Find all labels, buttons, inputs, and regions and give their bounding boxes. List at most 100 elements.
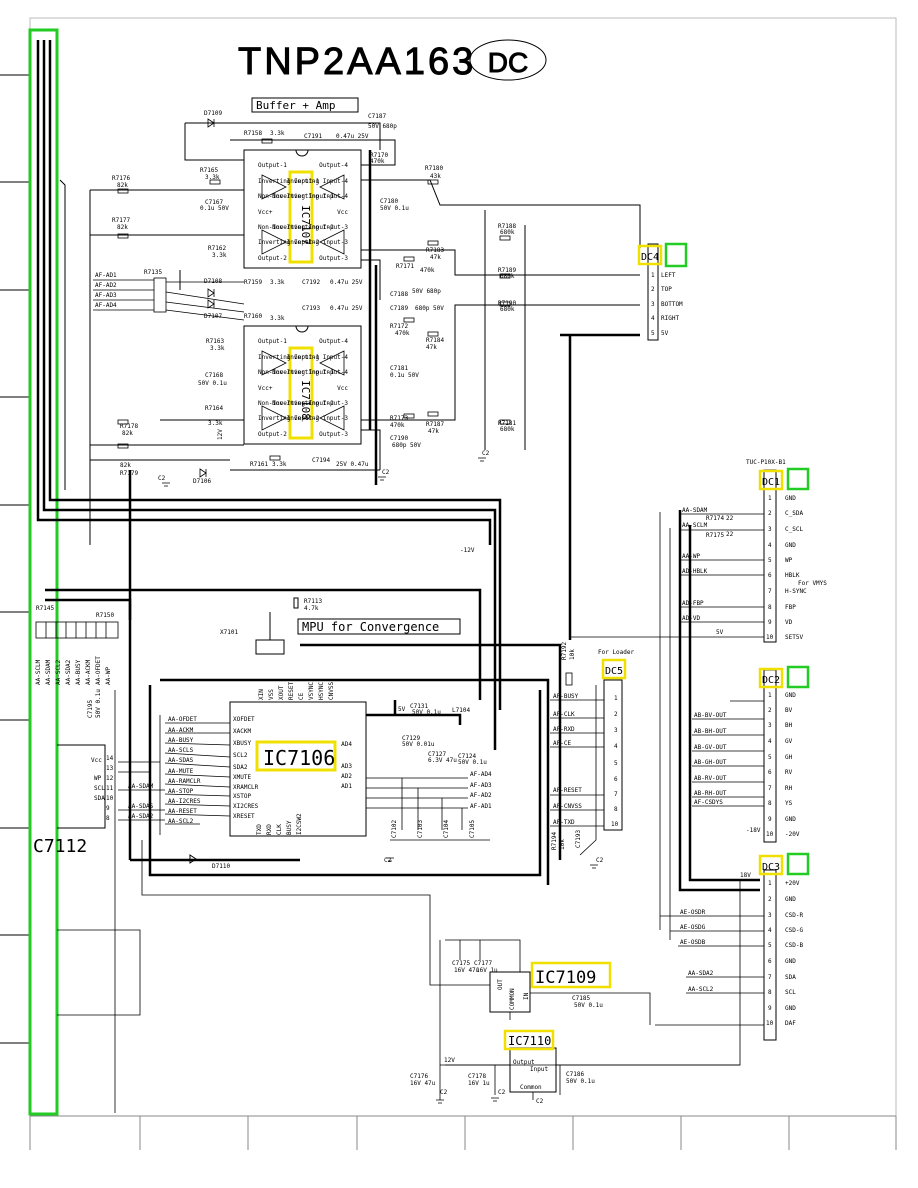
pin-label: Output-2 (258, 431, 287, 438)
component-ref: D7110 (212, 863, 230, 870)
bottom-left-wires (57, 690, 490, 1113)
net-label: AE-OSDB (680, 939, 706, 946)
pin-name: VD (785, 619, 793, 626)
pin-label: Output-1 (258, 162, 287, 169)
component-ref: C7176 (410, 1073, 428, 1080)
ic7106-left-wires (159, 715, 231, 835)
component-val: 3.3k (210, 345, 225, 352)
pin-label: WP (94, 775, 102, 782)
component-val: 0.1u 50V (390, 372, 419, 379)
pin-name: GND (785, 495, 796, 502)
ground-label: C2 (536, 1098, 544, 1105)
highlight-dc3-green (786, 852, 810, 876)
net-label: AA-STOP (168, 788, 194, 795)
component-val: 0.47u 25V (330, 305, 363, 312)
net-label: AA-ACKM (85, 659, 92, 685)
pin-num: 9 (768, 1005, 772, 1012)
pin-name: GND (785, 896, 796, 903)
pin-label: Inverting Input-2 (258, 239, 320, 246)
pin-name: HBLK (785, 572, 800, 579)
component-val: 3.3k (272, 461, 287, 468)
pin-label: Output-4 (319, 162, 348, 169)
pin-label: Inverting Input-4 (287, 354, 349, 361)
board-suffix-oval (469, 39, 547, 81)
note-label: For VMYS (798, 580, 827, 587)
net-label: AA-SDA2 (65, 659, 72, 685)
pin-label: XSTOP (233, 793, 251, 800)
net-label: AA-SDAM (682, 507, 708, 514)
pin-label: Non-Inverting Input-4 (272, 193, 348, 200)
pin-name: BOTTOM (661, 301, 683, 308)
pin-name: BV (785, 707, 793, 714)
pin-label: SDA2 (233, 764, 248, 771)
pin-label: XIN (258, 689, 265, 700)
net-label: AA-SCL2 (168, 818, 194, 825)
component-val: 680k (500, 306, 515, 313)
component-val: 3.3k (270, 315, 285, 322)
net-label: AA-BUSY (168, 737, 194, 744)
dc1-pins: 1 GND 2 C_SDA 3 C_SCL 4 GND 5 WP 6 HBLK … (682, 495, 827, 641)
component-val: 47k (430, 254, 441, 261)
component-val: 82k (117, 182, 128, 189)
component-ref: C7168 (205, 372, 223, 379)
pin-label: XMUTE (233, 774, 251, 781)
component-ref: C7189 (390, 305, 408, 312)
ic7106-left-nets: AA-OFDET AA-ACKM AA-BUSY AA-SCLS AA-SDAS… (168, 716, 201, 825)
pin-num: 6 (768, 572, 772, 579)
component-ref: C7192 (302, 279, 320, 286)
highlight-ic7110 (503, 1029, 555, 1051)
pin-num: 9 (768, 619, 772, 626)
pin-name: AF-CLK (553, 711, 575, 718)
pin-name: RIGHT (661, 315, 679, 322)
component-val: 470k (370, 158, 385, 165)
highlight-ic7109 (530, 961, 612, 989)
net-label: AF-AD4 (95, 302, 117, 309)
supply-label: 18V (740, 872, 751, 879)
pin-num: 8 (768, 604, 772, 611)
pin-label: Vcc (91, 757, 102, 764)
component-ref: R7190 (498, 300, 516, 307)
component-ref: R7170 (370, 152, 388, 159)
buffer-parts-shapes (117, 118, 511, 478)
pin-name: C_SCL (785, 526, 803, 533)
component-ref: R7150 (96, 612, 114, 619)
pin-label: Non-Inverting Input-3 (272, 224, 348, 231)
pin-label: XI2CRES (233, 803, 259, 810)
net-label: AB-BH-OUT (694, 728, 727, 735)
component-ref: C7181 (390, 365, 408, 372)
component-ref: C7129 (402, 735, 420, 742)
pin-num: 4 (614, 743, 618, 750)
component-ref: C7131 (410, 703, 428, 710)
component-ref: C7190 (390, 435, 408, 442)
pin-label: AD1 (341, 783, 352, 790)
pin-label: 9 (106, 805, 110, 812)
pin-label: TXD (256, 824, 263, 835)
component-ref: R7183 (426, 247, 444, 254)
net-label: AA-SCLS (168, 747, 194, 754)
net-label: AD-VD (682, 615, 700, 622)
buffer-component-labels: D7109 R7158 3.3k C7191 0.47u 25V C7187 5… (112, 110, 516, 485)
pin-label: Vcc (337, 385, 348, 392)
pin-label: CE (298, 692, 305, 700)
pin-num: 4 (651, 315, 655, 322)
pin-num: 2 (651, 286, 655, 293)
pin-label: Inverting Input-3 (287, 415, 349, 422)
component-ref: R7194 (551, 832, 558, 850)
capacitor-row: C7102 C7103 C7104 C7105 (391, 820, 476, 838)
pin-label: Inverting Input-2 (258, 415, 320, 422)
pin-name: DAF (785, 1020, 796, 1027)
pin-name: YS (785, 800, 793, 807)
pin-name: AF-RXD (553, 726, 575, 733)
pin-label: Output-3 (319, 431, 348, 438)
pin-label: Common (520, 1084, 542, 1091)
net-label: AB-RV-OUT (694, 775, 727, 782)
component-ref: R7188 (498, 223, 516, 230)
pin-label: Non-Inverting Input-1 (258, 193, 334, 200)
pin-label: 8 (106, 815, 110, 822)
pin-num: 4 (768, 927, 772, 934)
pin-label: Vcc+ (258, 209, 273, 216)
net-label: AF-AD3 (470, 782, 492, 789)
pin-label: SCL2 (233, 752, 248, 759)
board-title: TNP2AA163 (238, 41, 476, 83)
component-val: 3.3k (270, 279, 285, 286)
